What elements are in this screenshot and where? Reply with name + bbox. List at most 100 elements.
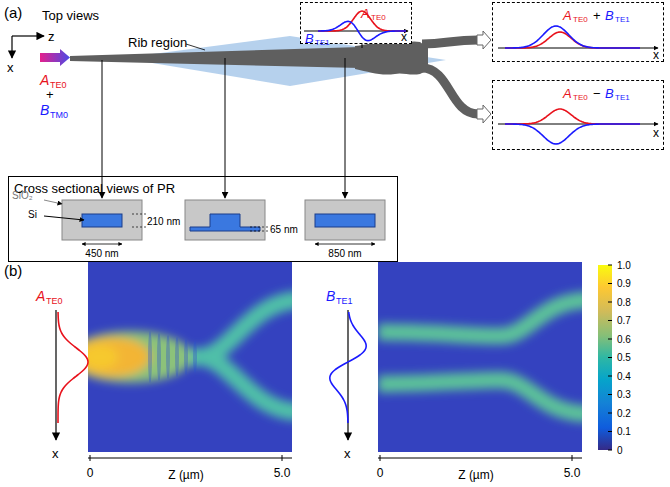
mode-curve: [505, 26, 640, 48]
profile-curve: [58, 312, 88, 423]
interference-ripple: [193, 341, 197, 373]
node-text: x: [653, 127, 659, 139]
colorbar-tick: 0.5: [617, 353, 631, 363]
cross-sections: [44, 200, 385, 244]
input-arrow: [40, 49, 70, 66]
mode-curves: [304, 11, 658, 144]
mode-curve: [505, 109, 640, 124]
colorbar-tick: [608, 357, 612, 358]
interference-ripple: [148, 331, 152, 383]
leader-line: [186, 44, 205, 50]
region-label: Rib region: [128, 36, 187, 49]
colorbar-tick: [608, 394, 612, 395]
colorbar: [598, 265, 612, 450]
mode-subscript: TE0: [46, 297, 63, 306]
node-text: A: [563, 87, 572, 100]
node-text: TE0: [573, 94, 588, 102]
colorbar-tick: [608, 339, 612, 340]
axis-title: Z (µm): [168, 469, 204, 481]
colorbar-tick: 0.7: [617, 316, 631, 326]
colorbar-tick: 0.1: [617, 427, 631, 437]
mode-symbol: B: [40, 103, 49, 117]
mode-subscript: TE1: [336, 297, 353, 306]
colorbar-tick: [608, 431, 612, 432]
colorbar-tick: [608, 450, 612, 451]
dimension: 850 nm: [328, 249, 361, 259]
node-text: TE1: [615, 94, 630, 102]
mode-subscript: TM0: [50, 111, 68, 120]
node-text: +: [593, 9, 601, 22]
mode-symbol: A: [40, 73, 49, 87]
colorbar-tick: [608, 320, 612, 321]
node-text: TE0: [371, 14, 386, 22]
panel-label: (a): [4, 5, 22, 20]
inset-ground: [300, 2, 412, 44]
colorbar-tick: 0.6: [617, 335, 631, 345]
colorbar-tick: 0.2: [617, 409, 631, 419]
axes-icon: [12, 36, 44, 58]
node-text: A: [563, 9, 572, 22]
axis-label: x: [52, 447, 59, 460]
axis-title: Z (µm): [458, 469, 494, 481]
output-inset: ATE0−BTE1 x: [492, 80, 664, 150]
interference-ripple: [175, 337, 179, 377]
mode-curve: [505, 32, 640, 48]
output-arrow: [477, 31, 491, 49]
tick-label: 0: [87, 467, 94, 479]
colorbar-tick: [608, 302, 612, 303]
node-text: B: [605, 9, 614, 22]
colorbar-tick: [608, 283, 612, 284]
colorbar-tick: 0: [617, 446, 623, 456]
output-arrow: [477, 105, 491, 123]
dimension: 210 nm: [147, 217, 180, 227]
axis-label: x: [344, 447, 351, 460]
heatmap-b: [378, 262, 582, 452]
axis-label: z: [48, 30, 55, 43]
mode-curve: [318, 21, 406, 40]
interference-ripple: [166, 335, 170, 379]
colorbar-tick: [608, 413, 612, 414]
panel-label: (b): [4, 263, 22, 278]
axis-label: x: [7, 61, 14, 74]
interference-ripple: [157, 333, 161, 381]
node-text: x: [653, 49, 659, 61]
mode-inset: ATE0BTE1x: [300, 2, 412, 44]
operator: +: [46, 88, 54, 101]
colorbar-tick: 1.0: [617, 261, 631, 271]
output-inset: ATE0 + BTE1 x: [492, 2, 664, 62]
dimension: 450 nm: [85, 249, 118, 259]
material-label: SiO₂: [12, 191, 33, 201]
mode-curve: [505, 124, 640, 144]
node-text: −: [593, 87, 601, 100]
colorbar-tick: 0.3: [617, 390, 631, 400]
profile-axes: [56, 310, 582, 461]
node-text: Cross sectional views of PR: [14, 182, 175, 195]
node-text: B: [605, 87, 614, 100]
tick-label: 5.0: [564, 467, 581, 479]
material-label: Si: [28, 210, 37, 220]
node-text: B: [305, 32, 314, 45]
colorbar-tick: [608, 376, 612, 377]
mode-symbol: B: [326, 289, 335, 303]
node-text: TE1: [615, 16, 630, 24]
waveguide: [70, 40, 478, 114]
colorbar-tick: 0.9: [617, 279, 631, 289]
leader-arrow: [102, 60, 103, 198]
colorbar-tick: [608, 265, 612, 266]
node-text: A: [361, 7, 370, 20]
node-text: x: [401, 31, 407, 43]
node-text: TE0: [573, 16, 588, 24]
leader-arrow: [225, 58, 226, 198]
colorbar-tick: 0.4: [617, 372, 631, 382]
profile-curves: [58, 312, 366, 423]
view-title: Top views: [42, 9, 99, 22]
interference-ripple: [184, 339, 188, 375]
dimension: 65 nm: [270, 225, 298, 235]
heatmap-a: [88, 262, 292, 452]
colorbar-tick: 0.8: [617, 298, 631, 308]
leader-arrow: [345, 58, 346, 198]
colorbar-ticks: [608, 265, 612, 450]
tick-label: 5.0: [274, 467, 291, 479]
tick-label: 0: [377, 467, 384, 479]
